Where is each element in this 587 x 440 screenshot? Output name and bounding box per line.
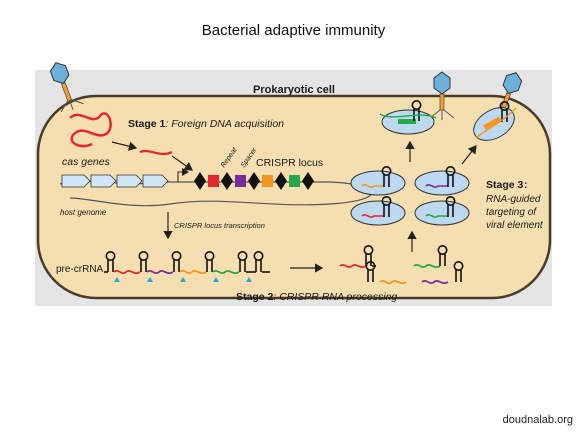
cas-complex	[350, 200, 406, 226]
stage3-line2: targeting of	[486, 207, 537, 218]
slide-title: Bacterial adaptive immunity	[201, 22, 386, 39]
foreign-dna	[69, 112, 112, 148]
spacer-rna	[212, 269, 240, 275]
repeat-diamond	[221, 172, 233, 190]
spacer-rna	[421, 279, 449, 285]
mature-crrnas	[339, 245, 464, 285]
integration-arrow	[171, 155, 193, 171]
transcription-label: CRISPR locus transcription	[174, 221, 265, 230]
cas-genes-label: cas genes	[62, 156, 111, 168]
cas-genes	[61, 174, 169, 188]
targeting-arrow	[461, 145, 477, 165]
spacer-rna	[339, 263, 367, 269]
targeting-complex	[473, 101, 517, 141]
repeat-diamond	[248, 172, 260, 190]
stage2-label: Stage 2: CRISPR RNA processing	[236, 291, 397, 303]
stage1-label: Stage 1: Foreign DNA acquisition	[128, 118, 284, 130]
repeat-diamond	[302, 172, 314, 190]
cas-gene-block	[142, 174, 169, 188]
crispr-array	[194, 172, 314, 190]
stage3-colon: :	[524, 179, 528, 191]
stage3-number: Stage 3	[486, 179, 524, 191]
cas-gene-block	[90, 174, 117, 188]
phage-icon	[49, 62, 84, 113]
footer-source: doudnalab.org	[502, 414, 573, 426]
stage2-text: : CRISPR RNA processing	[273, 291, 397, 303]
repeat-diamond	[275, 172, 287, 190]
spacer-rna	[113, 269, 141, 275]
pre-crrna-strand	[104, 251, 270, 275]
spacer-rna	[146, 269, 174, 275]
spacer-block	[262, 175, 273, 187]
spacer-rna	[379, 279, 407, 285]
stage3-line1: RNA-guided	[486, 194, 541, 205]
spacer-block	[208, 175, 219, 187]
cas-gene-block	[61, 174, 91, 188]
pre-crrna-label: pre-crRNA	[56, 264, 104, 275]
host-genome-label: host genome	[60, 208, 107, 217]
cas-complexes	[350, 166, 470, 226]
cas-complex	[350, 170, 406, 196]
stage3-line3: viral element	[486, 220, 544, 231]
spacer-rna	[179, 269, 207, 275]
cas-complex	[414, 170, 470, 196]
crispr-locus-label: CRISPR locus	[256, 157, 323, 169]
cas-complex	[414, 200, 470, 226]
stage1-text: : Foreign DNA acquisition	[165, 118, 284, 130]
targeting-complex	[379, 100, 437, 135]
dna-fragment	[139, 149, 173, 156]
promoter-arrow	[177, 168, 189, 182]
cas-gene-block	[116, 174, 143, 188]
acquisition-arrow	[111, 141, 138, 151]
spacer-block	[289, 175, 300, 187]
repeat-diamond	[194, 172, 206, 190]
stage2-number: Stage 2	[236, 291, 274, 303]
spacer-block	[235, 175, 246, 187]
phage-icon	[429, 71, 455, 120]
stage1-number: Stage 1	[128, 118, 166, 130]
spacer-rna	[413, 263, 441, 269]
cell-label: Prokaryotic cell	[253, 84, 335, 96]
prokaryotic-cell	[36, 94, 552, 300]
